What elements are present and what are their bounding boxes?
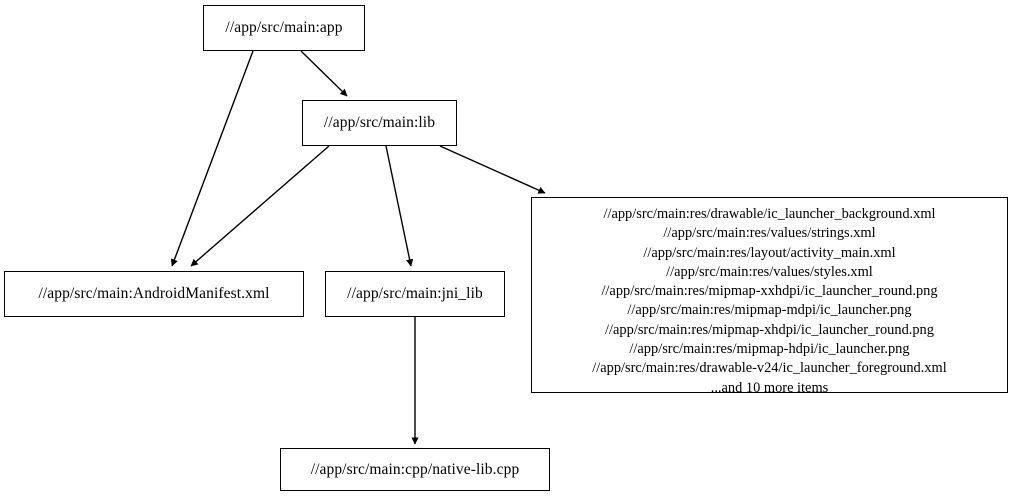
node-app-label: //app/src/main:app (225, 19, 343, 37)
resource-item: //app/src/main:res/values/strings.xml (663, 225, 876, 242)
node-jni-lib[interactable]: //app/src/main:jni_lib (325, 271, 505, 317)
resource-more-items-label: ...and 10 more items (710, 379, 829, 396)
resource-item: //app/src/main:res/mipmap-mdpi/ic_launch… (627, 302, 912, 319)
edge-app-to-lib (300, 50, 348, 97)
edge-lib-to-jni-lib (385, 145, 414, 267)
resource-item: //app/src/main:res/mipmap-xhdpi/ic_launc… (605, 321, 934, 338)
resource-item: //app/src/main:res/mipmap-hdpi/ic_launch… (629, 341, 910, 358)
node-jni-lib-label: //app/src/main:jni_lib (347, 285, 483, 303)
edge-app-to-manifest (170, 50, 254, 267)
node-native-lib-cpp-label: //app/src/main:cpp/native-lib.cpp (310, 460, 520, 478)
node-android-manifest[interactable]: //app/src/main:AndroidManifest.xml (4, 271, 304, 317)
resource-item: //app/src/main:res/mipmap-xxhdpi/ic_laun… (601, 283, 938, 300)
edge-lib-to-manifest (190, 145, 330, 267)
node-android-manifest-label: //app/src/main:AndroidManifest.xml (38, 285, 270, 303)
resource-item: //app/src/main:res/drawable/ic_launcher_… (603, 206, 936, 222)
node-lib[interactable]: //app/src/main:lib (302, 100, 457, 146)
node-app[interactable]: //app/src/main:app (203, 5, 365, 51)
node-resources-group[interactable]: //app/src/main:res/drawable/ic_launcher_… (531, 197, 1008, 396)
resource-item: //app/src/main:res/layout/activity_main.… (643, 244, 896, 261)
resource-item: //app/src/main:res/drawable-v24/ic_launc… (592, 360, 947, 377)
node-lib-label: //app/src/main:lib (323, 114, 436, 132)
resource-item: //app/src/main:res/values/styles.xml (666, 263, 873, 280)
edge-lib-to-res (439, 145, 546, 194)
node-native-lib-cpp[interactable]: //app/src/main:cpp/native-lib.cpp (280, 448, 550, 491)
